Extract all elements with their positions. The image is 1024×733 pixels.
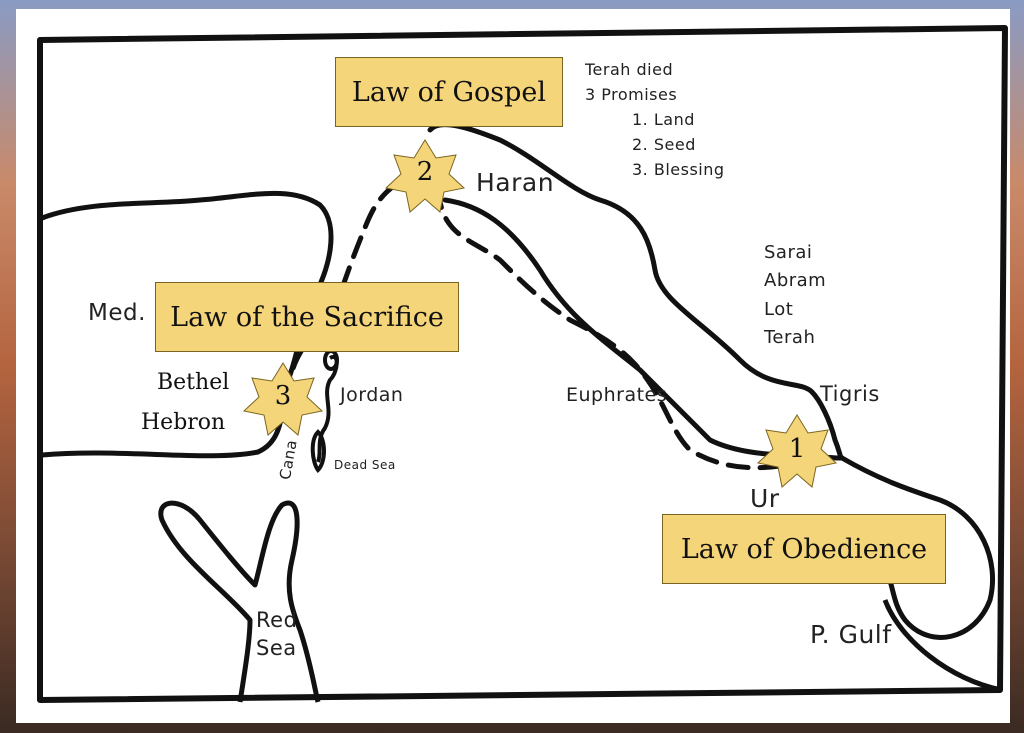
note-terah-died: Terah died [585, 60, 674, 79]
star-number-2: 2 [416, 157, 434, 187]
star-shape-2 [384, 139, 466, 213]
journey-ur-to-haran [436, 182, 783, 471]
dead-sea-label: Dead Sea [334, 458, 396, 472]
euphrates-label: Euphrates [566, 384, 668, 406]
note-blessing: 3. Blessing [632, 160, 725, 179]
law-of-sacrifice-label: Law of the Sacrifice [155, 282, 459, 352]
bethel-label: Bethel [157, 370, 230, 395]
hebron-label: Hebron [141, 410, 226, 435]
haran-label: Haran [476, 168, 555, 197]
dead-sea-shape [310, 429, 326, 474]
traveler-lot: Lot [764, 299, 794, 320]
star-shape-1 [756, 414, 838, 488]
note-land: 1. Land [632, 110, 695, 129]
traveler-terah: Terah [764, 327, 816, 348]
star-shape-3 [242, 362, 324, 436]
red-sea-label-line2: Sea [256, 636, 297, 660]
note-seed: 2. Seed [632, 135, 696, 154]
traveler-sarai: Sarai [764, 242, 813, 263]
star-number-1: 1 [788, 434, 806, 464]
galilee-sea [323, 349, 339, 371]
law-of-gospel-label: Law of Gospel [335, 57, 563, 127]
tigris-label: Tigris [820, 382, 880, 406]
map-frame [16, 9, 1010, 723]
note-promises: 3 Promises [585, 85, 678, 104]
persian-gulf-coast [840, 455, 996, 640]
law-of-obedience-label: Law of Obedience [662, 514, 946, 584]
star-number-3: 3 [274, 381, 292, 411]
ur-label: Ur [750, 484, 780, 513]
persian-gulf-label: P. Gulf [810, 620, 892, 649]
red-sea-coast [158, 500, 321, 703]
jordan-label: Jordan [340, 384, 404, 406]
traveler-abram: Abram [764, 270, 827, 291]
tigris-river [427, 122, 845, 461]
map-border [37, 25, 1008, 703]
red-sea-label-line1: Red [256, 608, 298, 632]
gulf-east-coast [882, 599, 1003, 693]
med-label: Med. [88, 300, 146, 326]
